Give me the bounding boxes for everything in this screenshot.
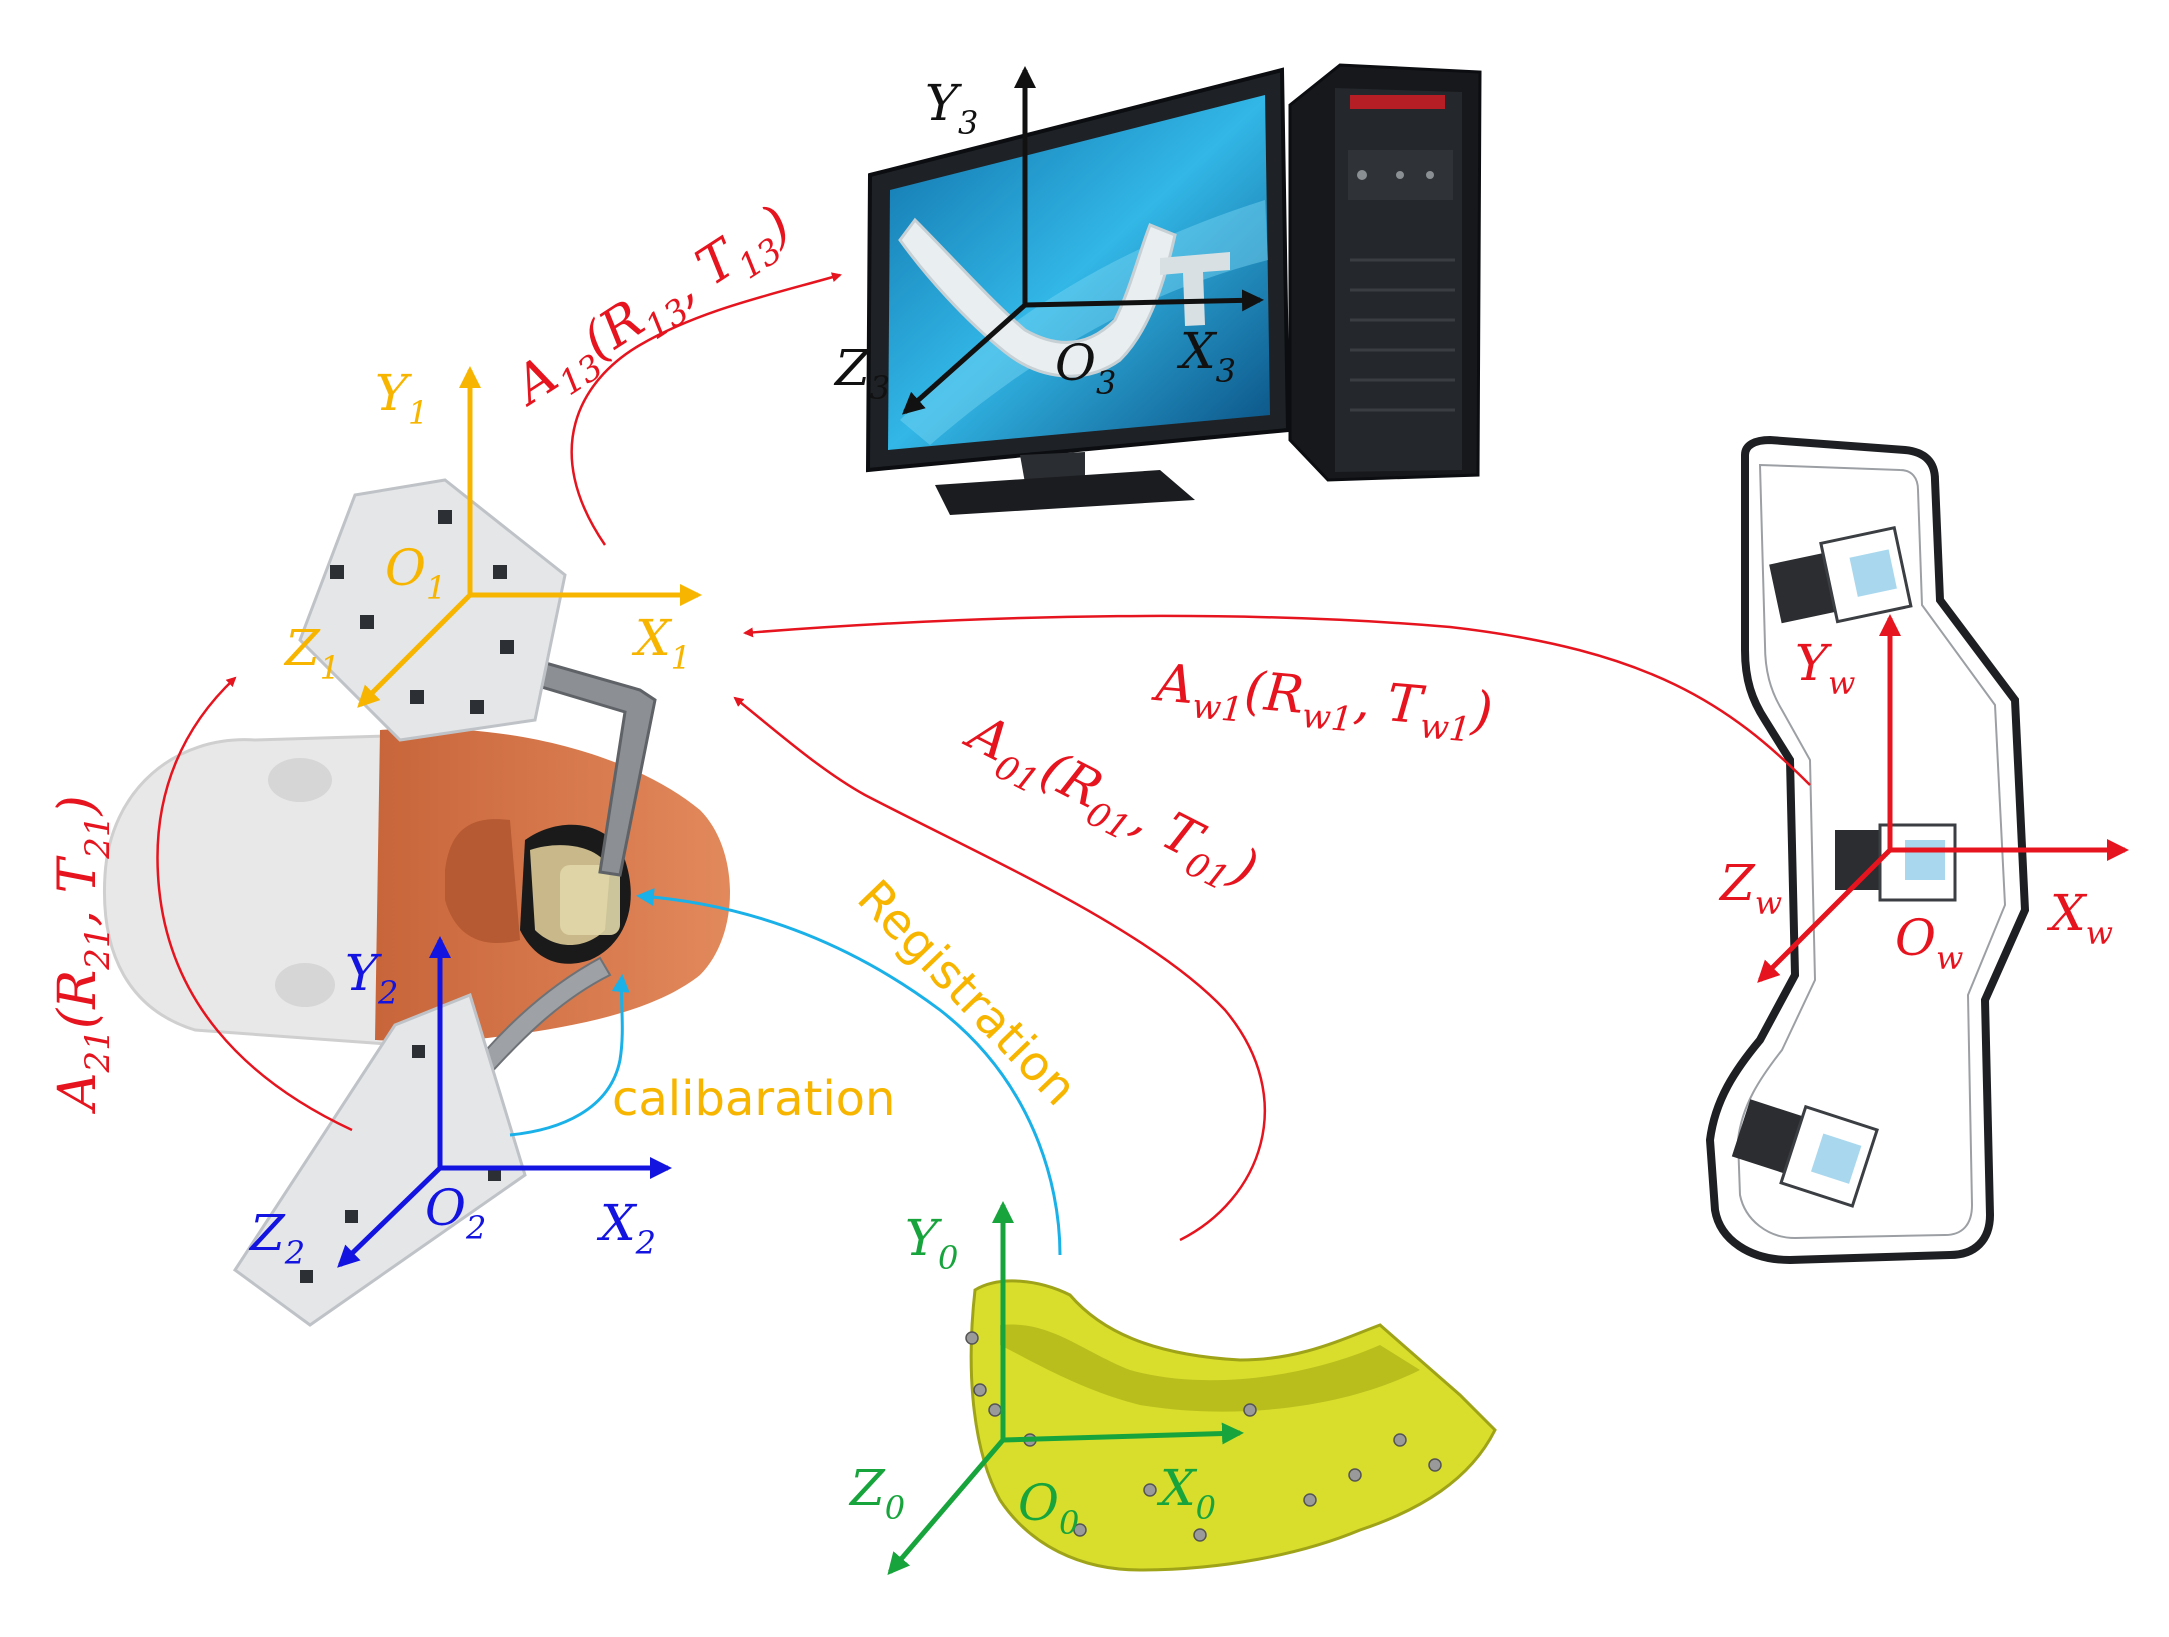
frame-1-axes [357,366,702,708]
frame-2-axes [337,936,672,1268]
frame-1-z-label: Z1 [283,619,340,687]
frame-w-x-label: Xw [2046,884,2113,952]
arrow-a01 [733,696,1266,1242]
transform-a13-label: A13(R13, T13) [501,194,807,426]
frame-0-y-label: Y0 [905,1209,958,1277]
frame-2-x-label: X2 [596,1194,656,1262]
frame-3-x-label: X3 [1176,322,1236,390]
frame-0-x-label: X0 [1156,1459,1216,1527]
frame-w-y-label: Yw [1795,634,1855,702]
frame-0-origin-label: O0 [1018,1474,1079,1542]
frame-w-origin-label: Ow [1895,909,1963,977]
frame-2-origin-label: O2 [425,1179,486,1247]
frame-w-axes [1757,614,2129,983]
frame-1-y-label: Y1 [375,364,428,432]
frame-3-y-label: Y3 [925,74,978,142]
arrow-a13 [570,272,842,546]
arrow-registration [636,888,1062,1256]
phantom-head-icon [102,478,730,1327]
frame-0-axes [887,1201,1244,1576]
frame-2-z-label: Z2 [248,1204,305,1272]
frame-3-z-label: Z3 [833,339,890,407]
calibration-label: calibaration [612,1071,895,1127]
frame-w-z-label: Zw [1718,854,1782,922]
frame-3-origin-label: O3 [1055,334,1116,402]
frame-2-y-label: Y2 [345,944,398,1012]
frame-1-origin-label: O1 [385,539,446,607]
transform-a21-label: A21(R21, T21) [48,795,118,1114]
arrow-calibration [509,974,630,1137]
frame-0-z-label: Z0 [848,1459,905,1527]
transform-aw1-label: Aw1(Rw1, Tw1) [1149,653,1495,752]
arrow-a21 [156,676,353,1132]
frame-1-x-label: X1 [631,609,691,677]
optical-tracker-icon [1705,435,2030,1265]
arrow-aw1 [743,614,1811,786]
transform-a01-label: A01(R01, T01) [951,701,1267,908]
frame-3-axes [902,66,1264,415]
desktop-computer-icon [865,63,1482,515]
